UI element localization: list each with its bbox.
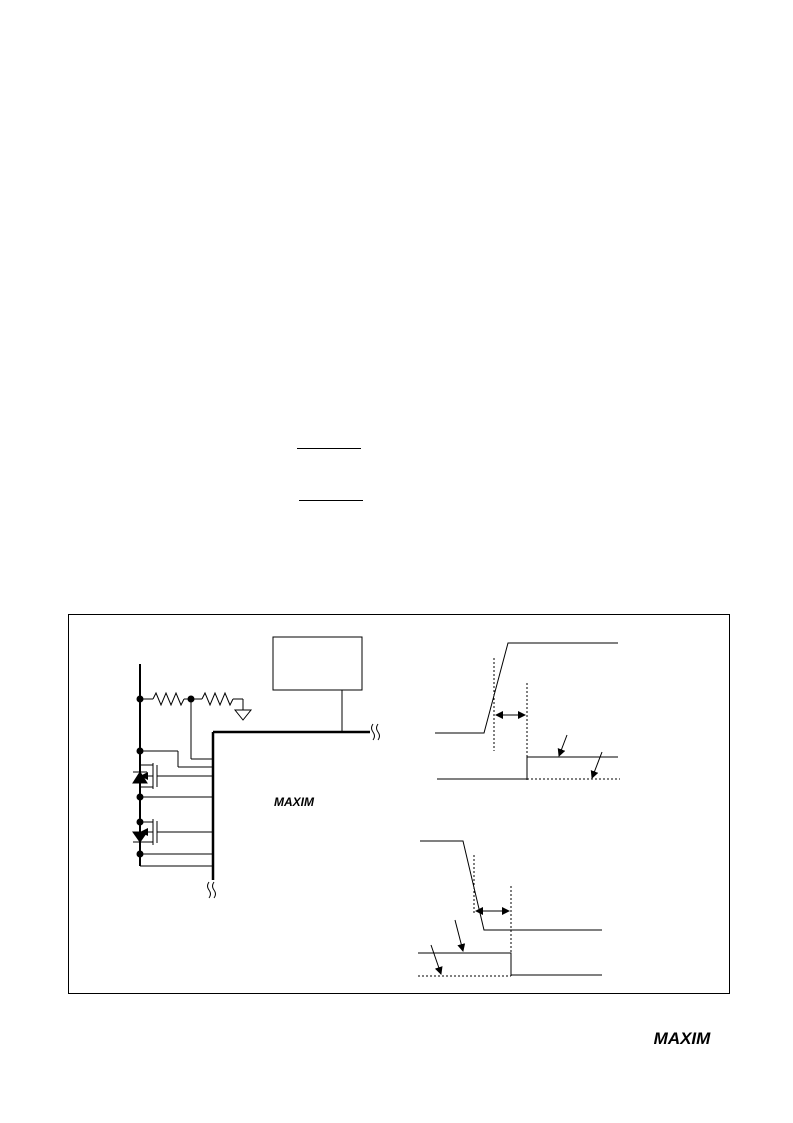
chip-logo: MAXIM bbox=[274, 795, 315, 809]
footer-logo: MAXIM bbox=[654, 1029, 712, 1048]
timing-diagram-falling bbox=[418, 840, 602, 977]
resistor-icon bbox=[201, 691, 234, 707]
ground-icon bbox=[233, 709, 253, 721]
overline-rule-1 bbox=[297, 448, 361, 449]
arrow-icon bbox=[557, 734, 568, 757]
resistor-icon bbox=[152, 691, 185, 707]
external-block bbox=[272, 636, 363, 691]
timing-diagram-rising bbox=[435, 642, 620, 780]
break-mark-icon bbox=[371, 723, 380, 741]
break-mark-icon bbox=[207, 881, 216, 899]
figure-frame bbox=[68, 614, 730, 994]
mosfet-icon bbox=[140, 763, 213, 789]
diode-icon bbox=[132, 771, 148, 784]
diode-icon bbox=[132, 831, 148, 843]
overline-rule-2 bbox=[299, 500, 363, 501]
schematic bbox=[132, 636, 380, 899]
mosfet-icon bbox=[140, 819, 213, 845]
footer-logo-text: MAXIM bbox=[654, 1029, 712, 1048]
arrow-icon bbox=[430, 944, 443, 975]
arrow-icon bbox=[454, 919, 466, 952]
arrow-icon bbox=[590, 751, 603, 779]
